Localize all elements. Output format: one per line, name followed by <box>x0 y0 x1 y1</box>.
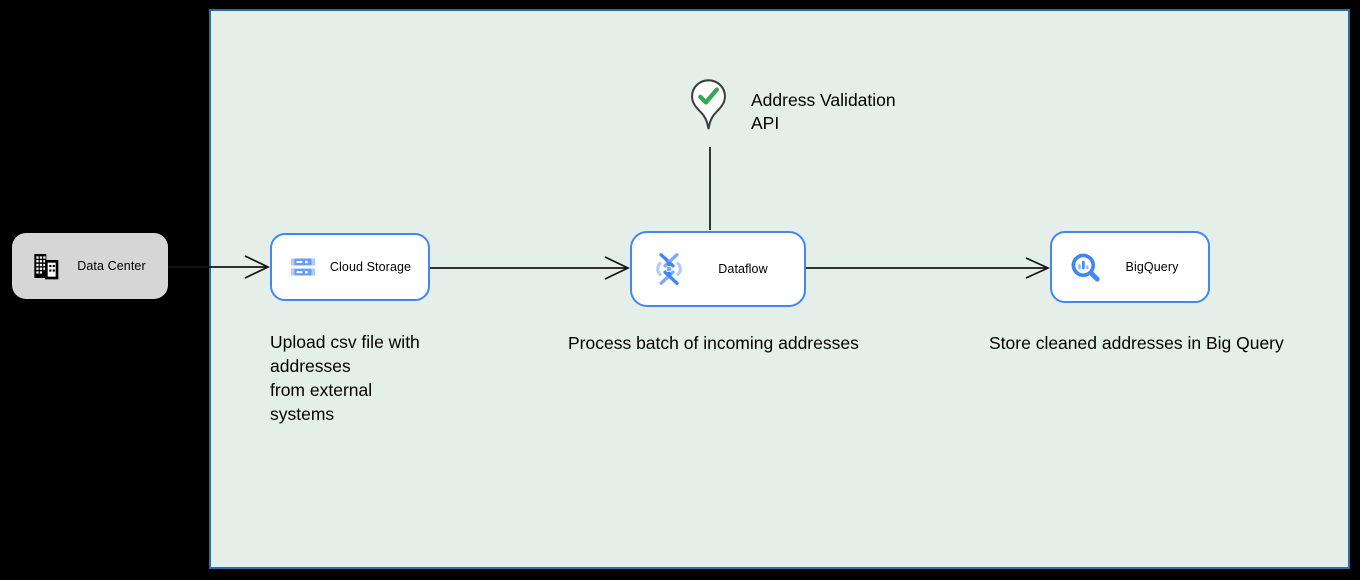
node-bigquery: BigQuery <box>1050 231 1210 303</box>
location-pin-check-icon <box>690 78 727 132</box>
node-label-bigquery: BigQuery <box>1125 260 1179 274</box>
dataflow-icon <box>650 250 688 288</box>
bigquery-icon <box>1068 250 1102 284</box>
caption-process-batch: Process batch of incoming addresses <box>568 333 859 353</box>
node-dataflow: Dataflow <box>630 231 806 307</box>
node-label-dataflow: Dataflow <box>718 262 768 276</box>
caption-upload-csv: Upload csv file with addresses from exte… <box>270 332 420 424</box>
node-data-center: Data Center <box>12 233 168 299</box>
caption-store-cleaned: Store cleaned addresses in Big Query <box>989 333 1284 353</box>
cloud-storage-icon <box>287 251 319 283</box>
node-cloud-storage: Cloud Storage <box>270 233 430 301</box>
node-label-cloud-storage: Cloud Storage <box>329 260 412 274</box>
annotation-address-validation-api: Address Validation API <box>751 90 896 133</box>
node-label-data-center: Data Center <box>77 259 146 273</box>
building-icon <box>29 250 61 282</box>
